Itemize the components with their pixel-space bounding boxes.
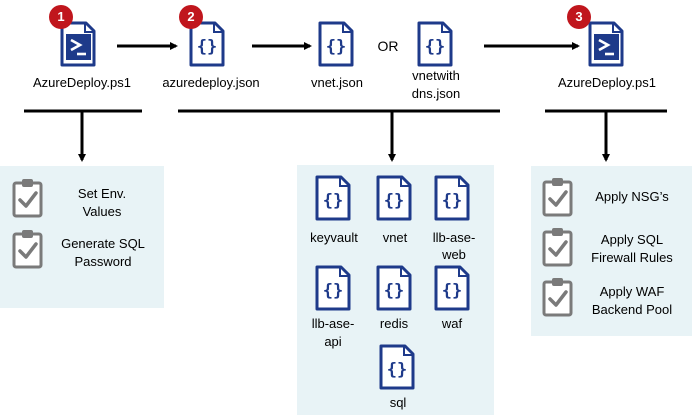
- keyvault-template-icon: {}: [315, 175, 351, 221]
- vnet-json-label: vnet.json: [310, 75, 364, 90]
- sql-template-icon: {}: [379, 344, 415, 390]
- llb-ase-api-template-icon: {}: [315, 265, 351, 311]
- svg-text:{}: {}: [384, 191, 404, 211]
- powershell-script-icon: [588, 21, 624, 67]
- llb-ase-web-label-line1: llb-ase-: [432, 230, 476, 245]
- svg-text:{}: {}: [442, 191, 462, 211]
- llb-ase-api-label-line1: llb-ase-: [311, 316, 355, 331]
- llb-ase-web-template-icon: {}: [434, 175, 470, 221]
- step-1-badge: 1: [49, 5, 73, 29]
- pre-task-2-line2: Password: [74, 254, 132, 269]
- step-3-badge: 3: [567, 5, 591, 29]
- post-task-2-line1: Apply SQL: [600, 232, 664, 247]
- post-task-2-line2: Firewall Rules: [591, 250, 673, 265]
- vnetwithdns-label-line2: dns.json: [411, 86, 461, 101]
- powershell-script-icon: [60, 21, 96, 67]
- checklist-icon: [12, 230, 43, 269]
- vnet-template-icon: {}: [376, 175, 412, 221]
- checklist-icon: [542, 278, 573, 317]
- step-2-badge: 2: [179, 5, 203, 29]
- step1-label: AzureDeploy.ps1: [32, 75, 132, 90]
- post-task-3-line2: Backend Pool: [591, 302, 673, 317]
- or-label: OR: [377, 38, 399, 54]
- vnet-label: vnet: [382, 230, 408, 245]
- llb-ase-web-label-line2: web: [442, 247, 466, 262]
- keyvault-label: keyvault: [310, 230, 358, 245]
- svg-text:{}: {}: [326, 37, 346, 57]
- post-task-1-line1: Apply NSG’s: [595, 189, 669, 204]
- checklist-icon: [542, 178, 573, 217]
- waf-template-icon: {}: [434, 265, 470, 311]
- pre-task-1-line1: Set Env.: [77, 186, 127, 201]
- redis-label: redis: [379, 316, 409, 331]
- svg-text:{}: {}: [197, 37, 217, 57]
- step2-label: azuredeploy.json: [162, 75, 260, 90]
- sql-label: sql: [389, 395, 407, 410]
- checklist-icon: [12, 179, 43, 218]
- svg-text:{}: {}: [387, 360, 407, 380]
- redis-template-icon: {}: [376, 265, 412, 311]
- svg-text:{}: {}: [323, 191, 343, 211]
- vnetwithdns-label-line1: vnetwith: [412, 68, 460, 83]
- llb-ase-api-label-line2: api: [324, 334, 342, 349]
- pre-task-1-line2: Values: [82, 204, 122, 219]
- waf-label: waf: [441, 316, 463, 331]
- svg-text:{}: {}: [442, 281, 462, 301]
- svg-text:{}: {}: [425, 37, 445, 57]
- vnetwithdns-json-icon: {}: [417, 21, 453, 67]
- svg-text:{}: {}: [384, 281, 404, 301]
- vnet-json-icon: {}: [318, 21, 354, 67]
- svg-text:{}: {}: [323, 281, 343, 301]
- checklist-icon: [542, 228, 573, 267]
- post-task-3-line1: Apply WAF: [599, 284, 665, 299]
- step3-label: AzureDeploy.ps1: [557, 75, 657, 90]
- json-template-icon: {}: [189, 21, 225, 67]
- pre-task-2-line1: Generate SQL: [61, 236, 145, 251]
